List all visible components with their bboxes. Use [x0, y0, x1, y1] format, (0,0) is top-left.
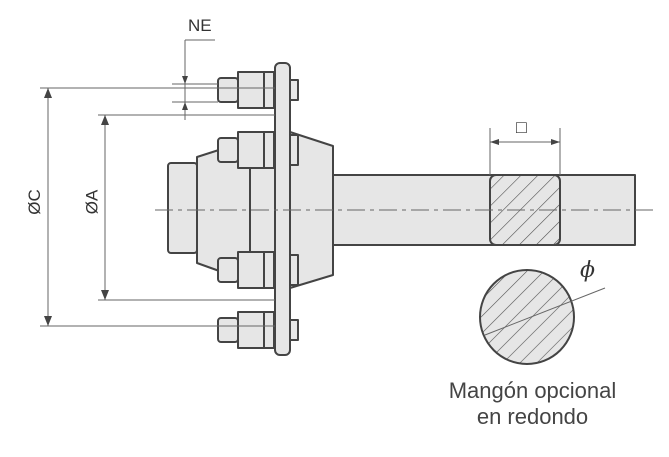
bolts: [217, 71, 299, 349]
caption-line-1: Mangón opcional: [448, 378, 617, 403]
caption-line-2: en redondo: [476, 404, 589, 429]
caption: Mangón opcional en redondo: [410, 378, 655, 430]
hub-cap: [167, 162, 198, 254]
phi-label: ϕ: [580, 258, 595, 283]
square-label: □: [516, 117, 527, 137]
round-shaft-section: [479, 269, 575, 365]
diameter-a-label: ØA: [82, 189, 102, 215]
flange-plate: [274, 62, 291, 356]
diameter-c-label: ØC: [24, 189, 44, 215]
ne-label: NE: [188, 16, 212, 35]
